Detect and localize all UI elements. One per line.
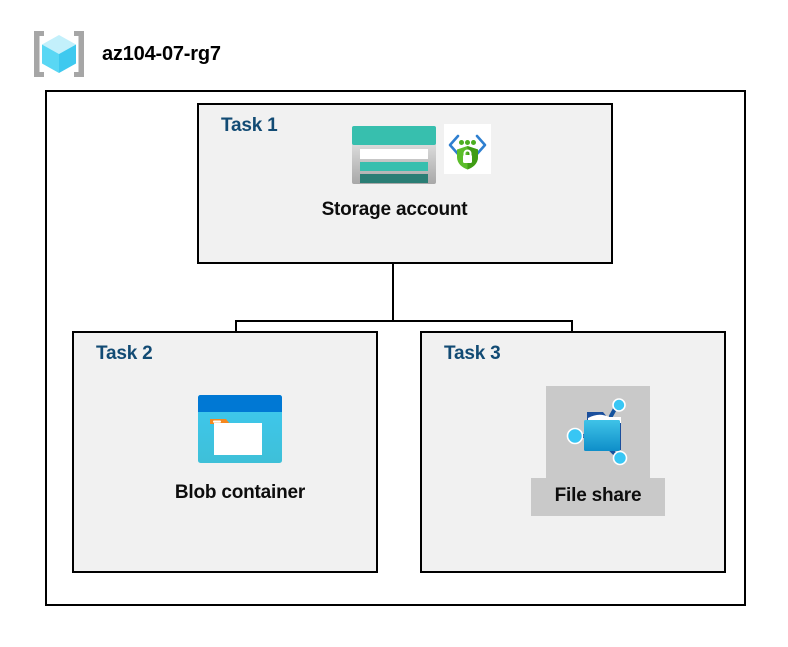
connector-storage-trunk bbox=[392, 228, 394, 322]
blob-container-caption: Blob container bbox=[174, 482, 306, 503]
storage-account-icon bbox=[350, 124, 438, 191]
task-2-label: Task 2 bbox=[96, 343, 153, 364]
security-shield-lock-icon bbox=[444, 124, 491, 179]
node-file-share[interactable]: File share bbox=[508, 386, 688, 516]
file-share-icon-highlight bbox=[546, 386, 650, 478]
resource-group-header: az104-07-rg7 bbox=[30, 28, 221, 80]
node-blob-container[interactable]: Blob container bbox=[150, 393, 330, 504]
connector-horizontal-bar bbox=[235, 320, 573, 322]
file-share-caption: File share bbox=[530, 478, 666, 516]
node-storage-account[interactable]: Storage account bbox=[287, 124, 502, 221]
task-1-label: Task 1 bbox=[221, 115, 278, 136]
storage-icon-row bbox=[350, 124, 491, 191]
resource-group-name: az104-07-rg7 bbox=[102, 42, 221, 65]
blob-container-icon bbox=[196, 393, 284, 470]
storage-account-caption: Storage account bbox=[321, 199, 468, 220]
task-3-label: Task 3 bbox=[444, 343, 501, 364]
resource-group-cube-icon bbox=[30, 28, 88, 80]
file-share-icon bbox=[559, 398, 637, 474]
